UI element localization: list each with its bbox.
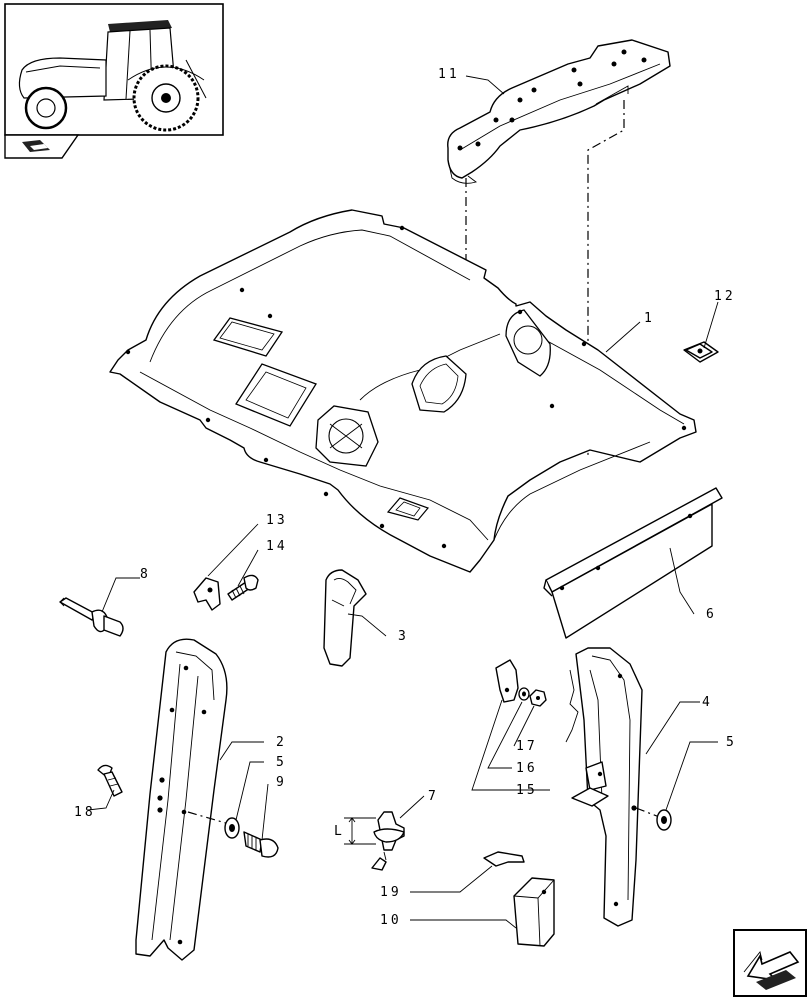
callout-1: 1 — [644, 311, 655, 326]
callout-19: 19 — [380, 885, 402, 900]
part-19-clip — [483, 851, 525, 867]
part-5-washer-left — [224, 817, 240, 839]
part-12-clip-nut — [683, 341, 719, 363]
part-10-holder — [513, 877, 555, 947]
callout-5-left: 5 — [276, 755, 287, 770]
part-14-screw — [227, 574, 259, 601]
part-13-bracket — [193, 577, 221, 611]
callout-15: 15 — [516, 783, 538, 798]
section-symbol-icon — [4, 134, 80, 159]
speaker-mount-center — [411, 355, 467, 413]
dimension-label: L — [334, 824, 345, 839]
part-1-headliner — [109, 209, 697, 573]
part-11-roof-bracket — [447, 39, 671, 184]
callout-18: 18 — [74, 805, 96, 820]
callout-5-right: 5 — [726, 735, 737, 750]
callout-14: 14 — [266, 539, 288, 554]
tractor-thumbnail — [4, 3, 224, 159]
part-9-screw — [243, 831, 279, 858]
callout-labels: 11 1 12 13 14 8 3 6 4 2 5 9 18 7 5 17 16… — [74, 67, 737, 928]
part-3-cover — [323, 569, 367, 667]
callout-12: 12 — [714, 289, 736, 304]
callout-13: 13 — [266, 513, 288, 528]
callout-4: 4 — [702, 695, 713, 710]
callout-6: 6 — [706, 607, 717, 622]
part-16-washer — [518, 687, 530, 701]
dimension-l: L — [334, 817, 376, 845]
callout-2: 2 — [276, 735, 287, 750]
callout-16: 16 — [516, 761, 538, 776]
next-page-arrow-icon[interactable] — [733, 929, 807, 997]
callout-10: 10 — [380, 913, 402, 928]
speaker-mount-left — [315, 405, 379, 467]
speaker-mount-right — [505, 309, 551, 377]
part-15-small-bracket — [495, 659, 519, 703]
part-18-screw — [97, 764, 123, 797]
callout-3: 3 — [398, 629, 409, 644]
leader-lines — [87, 75, 719, 929]
callout-11: 11 — [438, 67, 460, 82]
part-6-visor-strip — [543, 487, 723, 639]
tractor-cab-icon — [18, 20, 207, 132]
vent-left — [212, 317, 284, 357]
callout-9: 9 — [276, 775, 287, 790]
callout-8: 8 — [140, 567, 151, 582]
part-17-nut — [529, 689, 547, 707]
vent-center — [235, 363, 317, 427]
callout-17: 17 — [516, 739, 538, 754]
part-7-push-clip — [371, 811, 405, 871]
part-4-right-pillar — [571, 647, 643, 927]
part-2-left-pillar — [135, 638, 228, 961]
callout-7: 7 — [428, 789, 439, 804]
part-8-rivet — [59, 597, 124, 637]
part-5-washer-right — [656, 809, 672, 831]
